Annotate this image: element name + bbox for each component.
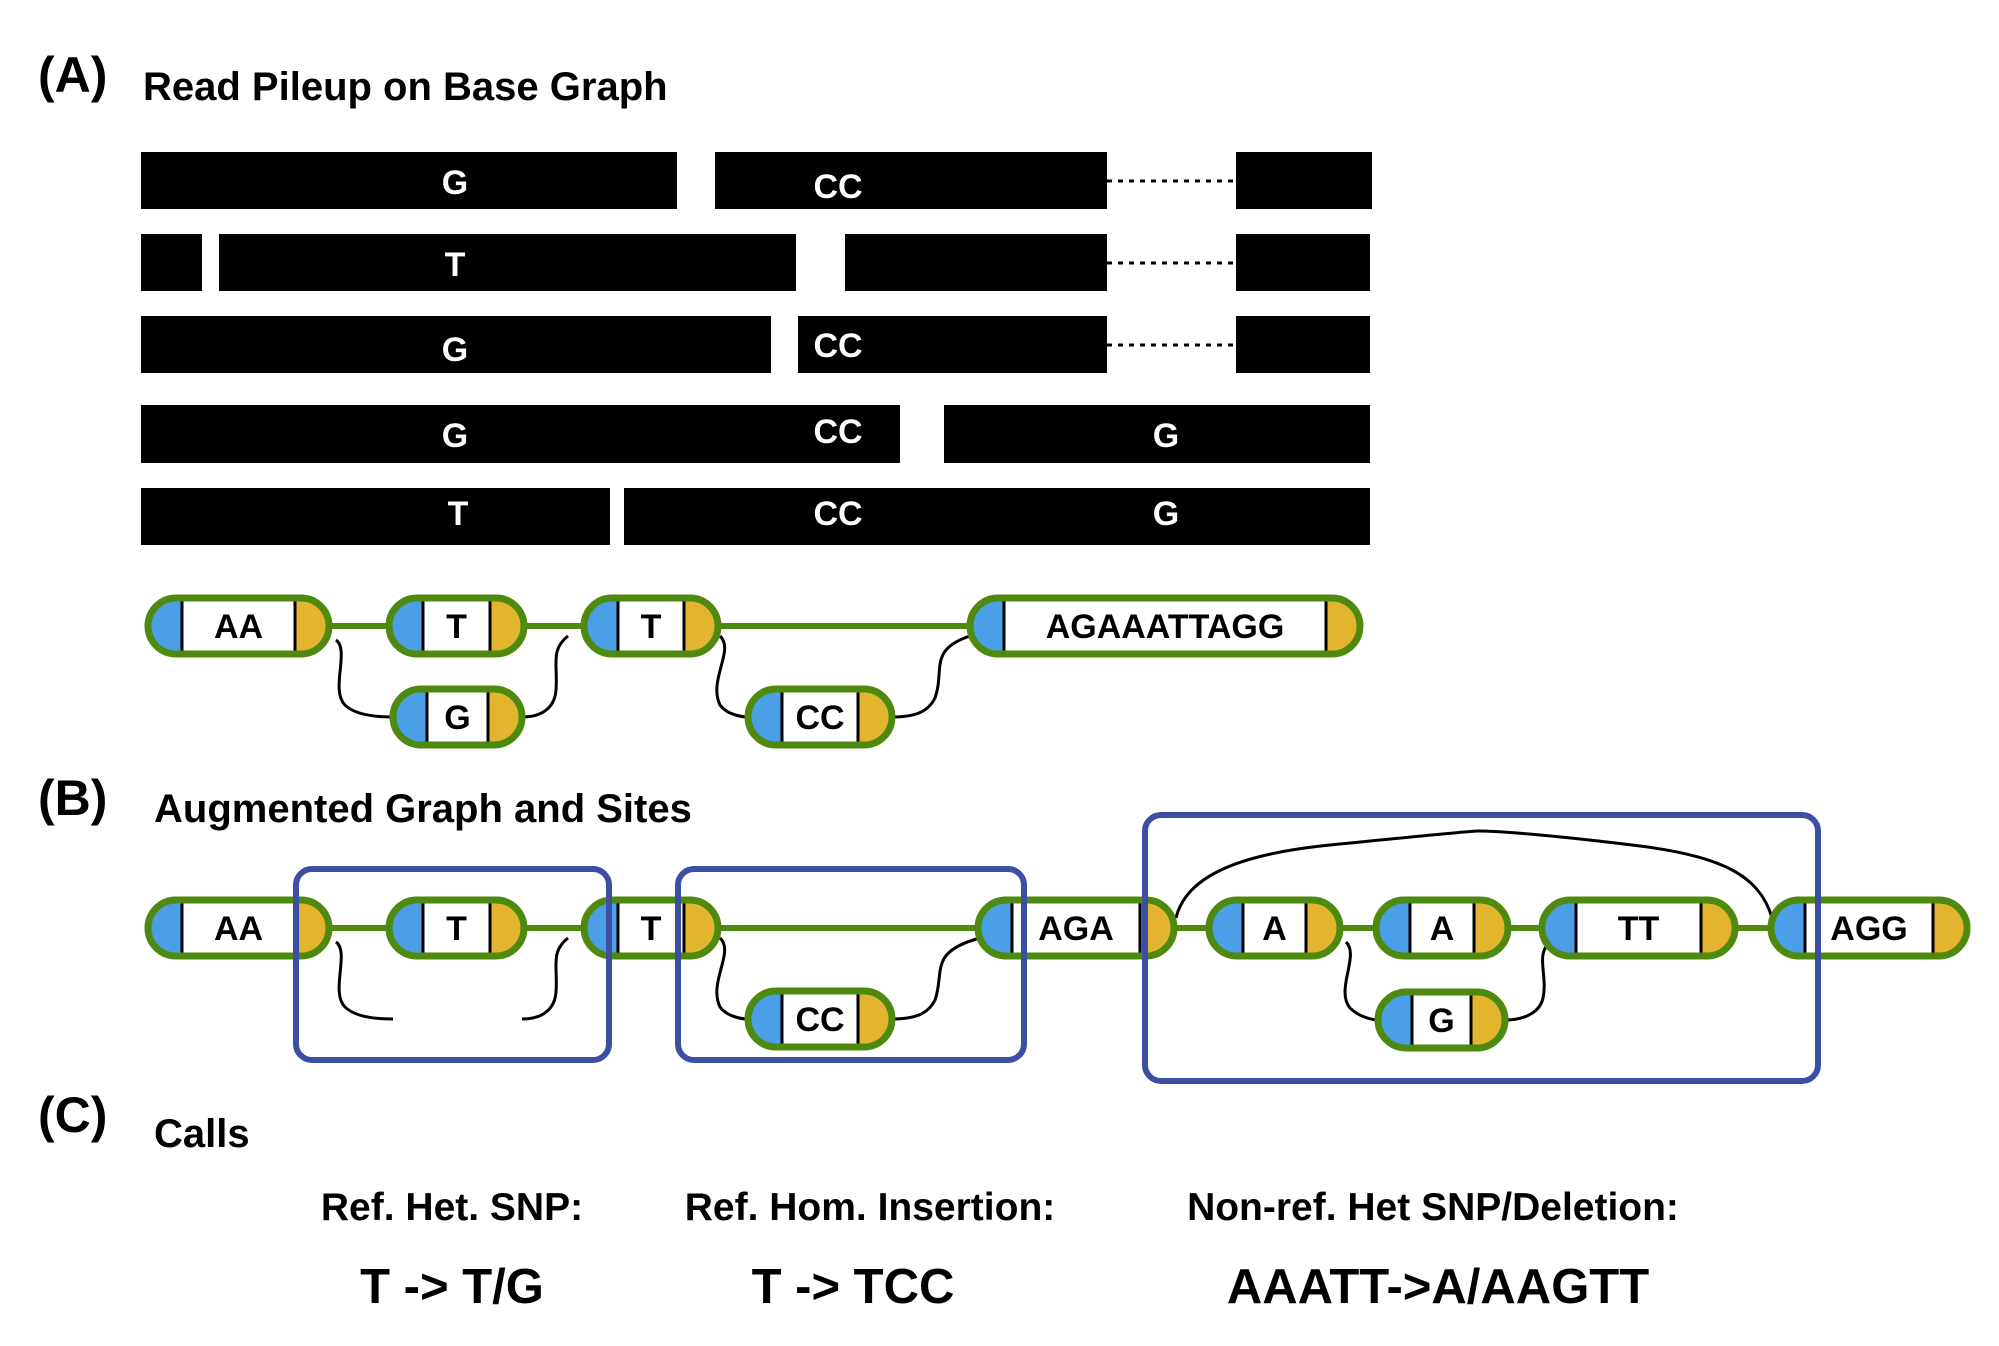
graph-node[interactable]: CC	[744, 987, 896, 1051]
panel-a-label: (A)	[38, 47, 107, 103]
panel-b-title: Augmented Graph and Sites	[154, 787, 692, 831]
calls: Ref. Het. SNP: Ref. Hom. Insertion: Non-…	[321, 1186, 1679, 1314]
read-segment	[845, 234, 1107, 291]
read-variant-label: CC	[813, 168, 862, 206]
read-pileup: G CC T G CC G CC G T CC G	[141, 152, 1372, 545]
node-sequence: CC	[795, 699, 844, 737]
read-variant-label: G	[442, 331, 468, 369]
call-value: T -> TCC	[752, 1260, 955, 1314]
site-boxes	[293, 812, 1821, 1084]
read-segment	[1236, 152, 1372, 209]
node-sequence: T	[446, 910, 467, 948]
read-variant-label: T	[448, 495, 469, 533]
read-segment	[141, 234, 202, 291]
panel-c-label: (C)	[38, 1087, 107, 1143]
node-sequence: CC	[795, 1001, 844, 1039]
read-variant-label: CC	[813, 413, 862, 451]
node-sequence: G	[444, 699, 470, 737]
graph-node[interactable]: T	[385, 896, 528, 960]
graph-node[interactable]: G	[1374, 988, 1509, 1052]
node-sequence: T	[446, 608, 467, 646]
panel-a-title: Read Pileup on Base Graph	[143, 65, 668, 109]
read-segment	[798, 316, 1107, 373]
graph-node[interactable]: T	[580, 896, 722, 960]
call-value: AAATT->A/AAGTT	[1227, 1260, 1649, 1314]
read-segment	[141, 405, 900, 463]
read-segment	[219, 234, 796, 291]
read-variant-label: G	[442, 417, 468, 455]
node-sequence: AGAAATTAGG	[1046, 608, 1285, 646]
call-heading: Non-ref. Het SNP/Deletion:	[1187, 1186, 1679, 1229]
read-variant-label: G	[1153, 417, 1179, 455]
call-heading: Ref. Het. SNP:	[321, 1186, 583, 1229]
read-segment	[1236, 234, 1370, 291]
call-heading: Ref. Hom. Insertion:	[685, 1186, 1056, 1229]
panel-b-label: (B)	[38, 770, 107, 826]
call-value: T -> T/G	[360, 1260, 544, 1314]
read-segment	[624, 488, 1370, 545]
site-box-insertion[interactable]	[675, 866, 1027, 1063]
graph-node[interactable]: AGAAATTAGG	[966, 594, 1364, 658]
site-box-snp[interactable]	[293, 866, 612, 1063]
read-segment	[141, 316, 771, 373]
graph-node[interactable]: AA	[144, 594, 333, 658]
base-graph-edges	[329, 623, 971, 719]
node-sequence: T	[641, 910, 662, 948]
node-sequence: TT	[1618, 910, 1660, 948]
read-segment	[715, 152, 1107, 209]
graph-node[interactable]: A	[1372, 896, 1512, 960]
node-sequence: T	[641, 608, 662, 646]
read-variant-label: CC	[813, 495, 862, 533]
graph-node[interactable]: TT	[1538, 896, 1739, 960]
read-segment	[944, 405, 1370, 463]
read-segment	[141, 488, 610, 545]
node-sequence: AA	[214, 910, 263, 948]
read-variant-label: G	[442, 164, 468, 202]
graph-node[interactable]: T	[580, 594, 722, 658]
node-sequence: AGG	[1830, 910, 1907, 948]
read-variant-label: CC	[813, 327, 862, 365]
graph-node[interactable]: A	[1205, 896, 1344, 960]
read-variant-label: T	[445, 246, 466, 284]
read-segment	[1236, 316, 1370, 373]
augmented-graph-edges	[329, 829, 1774, 1022]
node-sequence: G	[1428, 1002, 1454, 1040]
graph-node[interactable]: CC	[744, 685, 896, 749]
read-variant-label: G	[1153, 495, 1179, 533]
node-sequence: A	[1262, 910, 1287, 948]
read-segment	[141, 152, 677, 209]
graph-node[interactable]: G	[389, 685, 526, 749]
node-sequence: A	[1430, 910, 1455, 948]
graph-node[interactable]: AA	[144, 896, 333, 960]
node-sequence: AGA	[1038, 910, 1114, 948]
graph-node[interactable]: AGG	[1767, 896, 1971, 960]
graph-node[interactable]: T	[385, 594, 528, 658]
site-box-complex[interactable]	[1142, 812, 1821, 1084]
panel-c-title: Calls	[154, 1112, 250, 1156]
node-sequence: AA	[214, 608, 263, 646]
